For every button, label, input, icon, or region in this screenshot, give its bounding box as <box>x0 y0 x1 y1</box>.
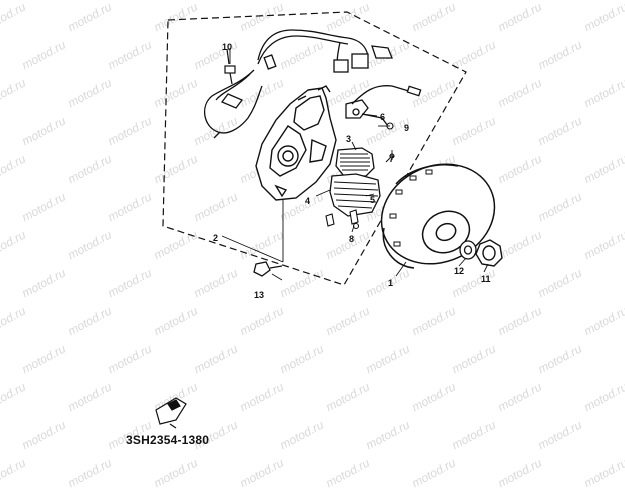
diagram-code: 3SH2354-1380 <box>126 433 210 447</box>
label-part-9: 9 <box>404 123 409 133</box>
label-part-7: 7 <box>389 154 394 164</box>
label-part-5: 5 <box>370 195 375 205</box>
nut <box>475 239 503 267</box>
bolt-10 <box>224 48 236 85</box>
label-part-3: 3 <box>346 134 351 144</box>
bolt-13 <box>253 261 283 277</box>
leader-lines <box>221 48 489 281</box>
diagram-drawing: 1 2 3 4 5 6 7 8 9 10 11 12 13 <box>155 11 503 429</box>
reference-symbol-icon <box>155 397 187 429</box>
washer <box>459 240 477 260</box>
label-part-4: 4 <box>305 196 310 206</box>
flywheel-rotor <box>380 163 496 269</box>
stator-base-plate <box>255 85 337 201</box>
stator-coil <box>329 147 381 217</box>
label-part-2: 2 <box>213 233 218 243</box>
wire-harness <box>204 29 393 139</box>
label-part-8: 8 <box>349 234 354 244</box>
label-part-1: 1 <box>388 278 393 288</box>
label-part-11: 11 <box>481 274 491 284</box>
label-part-13: 13 <box>254 290 264 300</box>
label-part-6: 6 <box>380 112 385 122</box>
label-part-10: 10 <box>222 42 232 52</box>
label-part-12: 12 <box>454 266 464 276</box>
pickup-coil <box>345 85 422 127</box>
